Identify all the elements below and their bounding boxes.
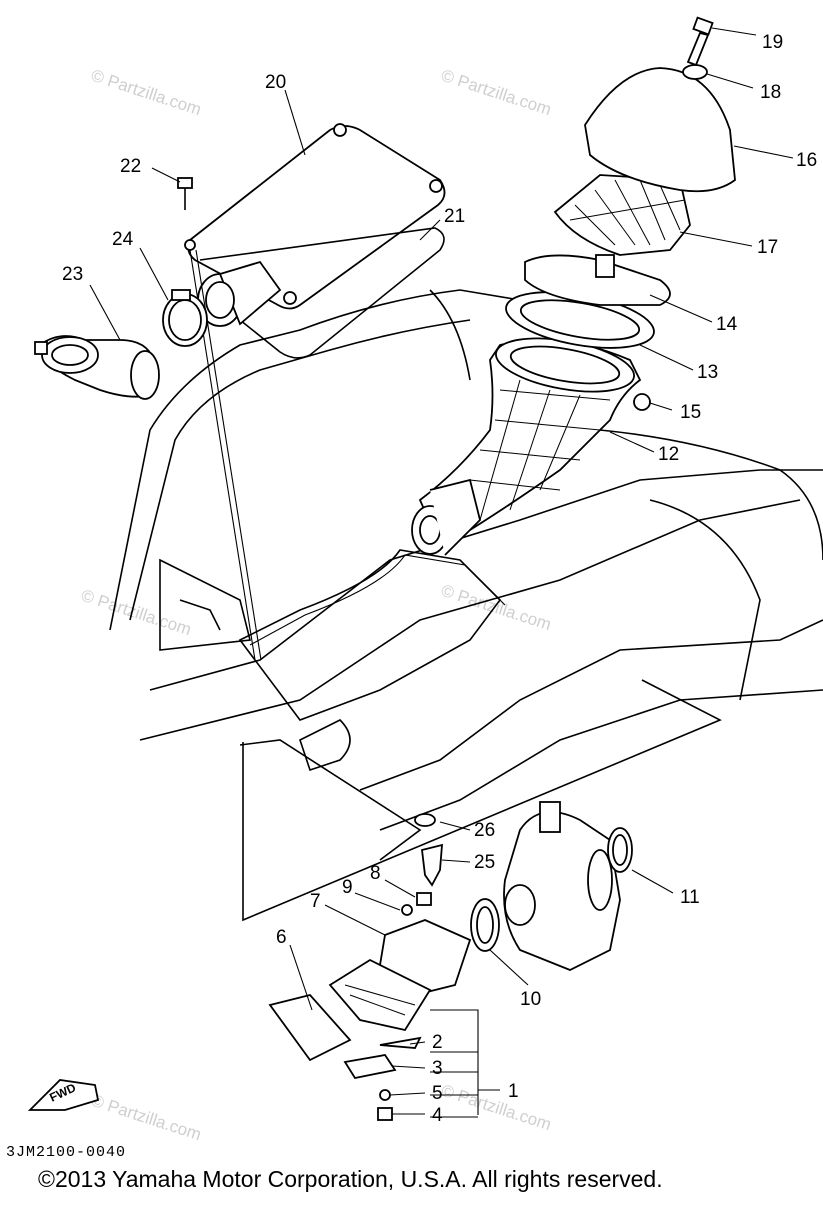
- part-3-stopper: [343, 1054, 397, 1080]
- part-25-fitting: [421, 843, 443, 887]
- part-4-screw: [377, 1107, 393, 1121]
- part-11-clamp: [607, 827, 633, 873]
- part-13-gasket: [505, 291, 655, 349]
- callout-26: 26: [474, 820, 495, 841]
- inlet-tube: [197, 260, 282, 327]
- part-24-clamp: [162, 289, 208, 347]
- callout-7: 7: [310, 891, 321, 912]
- callout-1: 1: [508, 1081, 519, 1102]
- watermark: © Partzilla.com: [89, 1091, 204, 1144]
- part-26-clip: [414, 813, 436, 827]
- callout-18: 18: [760, 82, 781, 103]
- part-5-washer: [379, 1089, 391, 1101]
- part-21-gasket: [199, 227, 445, 359]
- callout-19: 19: [762, 32, 783, 53]
- watermark: © Partzilla.com: [439, 581, 554, 634]
- callout-9: 9: [342, 877, 353, 898]
- reed-valve-assembly: [328, 958, 432, 1032]
- callout-6: 6: [276, 927, 287, 948]
- callout-2: 2: [432, 1032, 443, 1053]
- callout-23: 23: [62, 264, 83, 285]
- part-23-intake-elbow: [34, 335, 160, 400]
- callout-21: 21: [444, 206, 465, 227]
- part-12-intake-duct: [411, 337, 642, 556]
- callout-15: 15: [680, 402, 701, 423]
- watermark: © Partzilla.com: [439, 1081, 554, 1134]
- callout-12: 12: [658, 444, 679, 465]
- part-17-filter-cage: [553, 174, 691, 256]
- callout-13: 13: [697, 362, 718, 383]
- part-19-bolt: [686, 16, 714, 67]
- callout-bracket: [430, 1009, 500, 1118]
- callout-4: 4: [432, 1105, 443, 1126]
- part-10-clamp: [470, 898, 500, 952]
- callout-10: 10: [520, 989, 541, 1010]
- part-8-screw: [416, 892, 432, 906]
- callout-labels: 19 18 16 17 14 13 15 12 20 21 22 24 23 2…: [62, 32, 817, 1126]
- part-9-washer: [401, 904, 413, 916]
- callout-8: 8: [370, 863, 381, 884]
- diagram-code: 3JM2100-0040: [6, 1144, 127, 1161]
- watermark: © Partzilla.com: [89, 66, 204, 119]
- callout-11: 11: [680, 887, 700, 908]
- part-18-washer: [682, 64, 708, 80]
- callout-3: 3: [432, 1058, 443, 1079]
- fwd-arrow-icon: FWD: [27, 1079, 100, 1111]
- callout-25: 25: [474, 852, 495, 873]
- callout-17: 17: [757, 237, 778, 258]
- callout-14: 14: [716, 314, 738, 335]
- part-6-gasket: [268, 993, 352, 1062]
- callout-5: 5: [432, 1083, 443, 1104]
- watermark: © Partzilla.com: [439, 66, 554, 119]
- callout-20: 20: [265, 72, 286, 93]
- part-16-filter-cone: [584, 67, 736, 193]
- frame-body: [109, 289, 823, 861]
- callout-16: 16: [796, 150, 817, 171]
- leader-lines: [89, 27, 794, 1115]
- part-15-nut: [633, 393, 651, 411]
- part-14-plate: [524, 254, 671, 306]
- carburetor: [503, 801, 621, 971]
- inset-frame: [242, 679, 722, 922]
- callout-24: 24: [112, 229, 134, 250]
- copyright-notice: ©2013 Yamaha Motor Corporation, U.S.A. A…: [38, 1166, 663, 1192]
- callout-22: 22: [120, 156, 141, 177]
